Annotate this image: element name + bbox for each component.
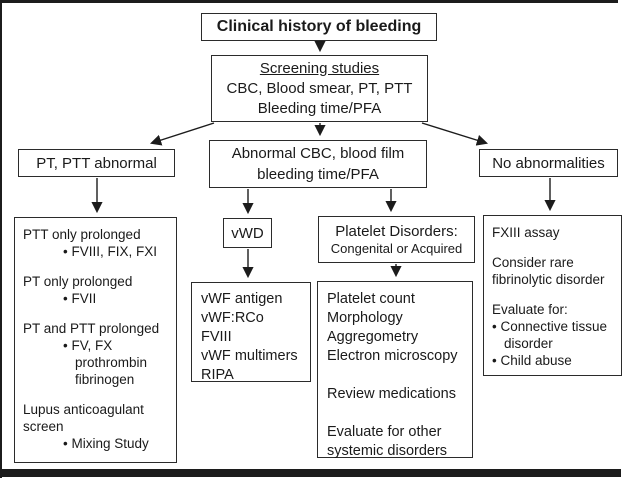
platelet-disorders-subtitle: Congenital or Acquired <box>330 241 463 256</box>
coag-line: PTT only prolonged <box>23 227 141 242</box>
vwd-test: vWF:RCo <box>201 310 264 326</box>
platelet-workup-line: Review medications <box>327 386 456 402</box>
platelet-workup-line: Evaluate for other systemic disorders <box>327 424 448 459</box>
node-vwd-tests: vWF antigen vWF:RCo FVIII vWF multimers … <box>191 282 311 383</box>
frame-top-strip <box>0 0 618 3</box>
vwd-label: vWD <box>231 224 264 242</box>
node-screening-studies: Screening studies CBC, Blood smear, PT, … <box>211 55 428 122</box>
platelet-disorders-title: Platelet Disorders: <box>335 223 458 240</box>
coag-line: • Mixing Study <box>63 436 149 451</box>
frame-bottom-strip <box>0 469 621 477</box>
fxiii-line-3: Evaluate for: <box>492 302 568 317</box>
vwd-test: vWF multimers <box>201 348 298 364</box>
fxiii-bullet: • Connective tissue disorder <box>492 319 608 351</box>
node-vwd: vWD <box>223 218 272 248</box>
screening-line-2: Bleeding time/PFA <box>257 99 382 117</box>
screening-heading: Screening studies <box>259 59 380 77</box>
arrow-screening-to-noabnormalities <box>421 122 489 146</box>
abnormal-cbc-line-2: bleeding time/PFA <box>257 166 379 183</box>
fxiii-line-2: Consider rare fibrinolytic disorder <box>492 255 605 287</box>
coag-line: prothrombin <box>75 355 148 370</box>
fxiii-line-1: FXIII assay <box>492 225 560 240</box>
coag-line: • FV, FX <box>63 338 113 353</box>
coag-line: PT only prolonged <box>23 274 133 289</box>
coag-line: Lupus anticoagulant screen <box>23 402 144 434</box>
coag-line: • FVIII, FIX, FXI <box>63 244 157 259</box>
vwd-test: vWF antigen <box>201 291 283 307</box>
abnormal-cbc-line-1: Abnormal CBC, blood film <box>231 145 405 162</box>
node-fxiii-panel: FXIII assay Consider rare fibrinolytic d… <box>483 215 622 376</box>
coag-line: fibrinogen <box>75 372 135 387</box>
node-platelet-disorders: Platelet Disorders: Congenital or Acquir… <box>318 216 475 263</box>
arrow-screening-to-ptptt <box>150 122 215 146</box>
node-pt-ptt-abnormal: PT, PTT abnormal <box>18 149 175 177</box>
no-abnormalities-label: No abnormalities <box>492 154 605 172</box>
node-clinical-history-label: Clinical history of bleeding <box>216 18 422 35</box>
node-platelet-workup: Platelet count Morphology Aggregometry E… <box>317 281 473 459</box>
coag-line: • FVII <box>63 291 97 306</box>
fxiii-bullet: • Child abuse <box>492 353 572 368</box>
platelet-workup-line: Electron microscopy <box>327 348 458 364</box>
node-abnormal-cbc: Abnormal CBC, blood film bleeding time/P… <box>209 140 427 188</box>
vwd-test: RIPA <box>201 367 234 383</box>
pt-ptt-abnormal-label: PT, PTT abnormal <box>36 154 157 172</box>
vwd-test: FVIII <box>201 329 232 345</box>
coag-line: PT and PTT prolonged <box>23 321 160 336</box>
node-no-abnormalities: No abnormalities <box>479 149 618 177</box>
frame-left-strip <box>0 0 2 478</box>
platelet-workup-line: Platelet count <box>327 291 415 307</box>
screening-line-1: CBC, Blood smear, PT, PTT <box>226 79 413 97</box>
platelet-workup-line: Aggregometry <box>327 329 419 345</box>
node-coagulation-panel: PTT only prolonged • FVIII, FIX, FXI PT … <box>14 217 177 463</box>
node-clinical-history: Clinical history of bleeding <box>201 13 437 41</box>
platelet-workup-line: Morphology <box>327 310 403 326</box>
